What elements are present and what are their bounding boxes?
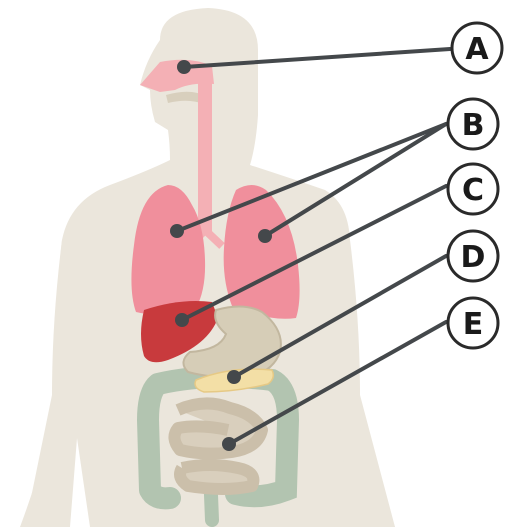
label-badge-b: B (448, 99, 498, 149)
label-a: A (465, 32, 489, 67)
label-d: D (461, 240, 486, 275)
label-badge-c: C (448, 164, 498, 214)
label-b: B (462, 108, 485, 143)
label-c: C (462, 173, 484, 208)
label-badge-d: D (448, 231, 498, 281)
label-e: E (463, 307, 484, 342)
label-badge-e: E (448, 298, 498, 348)
label-badge-a: A (452, 23, 502, 73)
